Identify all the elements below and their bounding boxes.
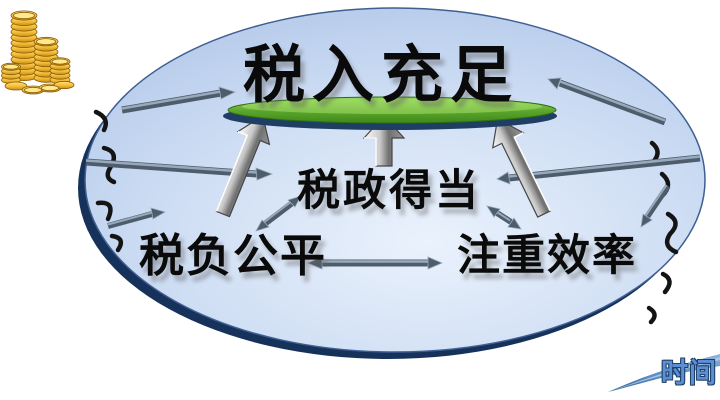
arrow-left-to-policy — [85, 158, 274, 181]
metal-arrow-left-support — [215, 114, 271, 218]
gold-coin-stacks-icon — [1, 10, 75, 95]
arrow-right-to-efficiency — [640, 184, 671, 228]
metal-arrow-right-support — [491, 117, 552, 218]
main-oval — [78, 7, 706, 359]
timeline-swoosh — [608, 354, 720, 392]
scattered-coins — [4, 80, 75, 95]
node-fair-tax-burden: 税负公平 — [139, 231, 328, 281]
arrow-left-to-title — [121, 86, 237, 114]
arrow-left-to-fairness — [107, 207, 167, 229]
green-platform — [223, 96, 557, 130]
arrow-right-to-policy — [496, 154, 701, 185]
arrow-fairness-policy-double — [255, 195, 302, 232]
coin-stack-short-left — [1, 62, 21, 85]
oval-body — [84, 7, 706, 353]
node-efficiency-focus: 注重效率 — [457, 233, 637, 280]
arrow-fairness-efficiency-double — [306, 256, 444, 270]
coin-stack-tall — [10, 10, 38, 82]
node-proper-tax-policy: 税政得当 — [297, 168, 481, 215]
coin-stack-short-right — [49, 57, 71, 85]
left-edge-text-fragment — [93, 109, 124, 253]
timeline-label: 时间 — [661, 358, 717, 388]
title-sufficient-revenue: 税入充足 — [243, 42, 520, 110]
arrow-policy-efficiency-double — [486, 205, 522, 230]
right-edge-text-fragment — [646, 140, 679, 325]
arrow-right-to-title — [547, 77, 667, 126]
